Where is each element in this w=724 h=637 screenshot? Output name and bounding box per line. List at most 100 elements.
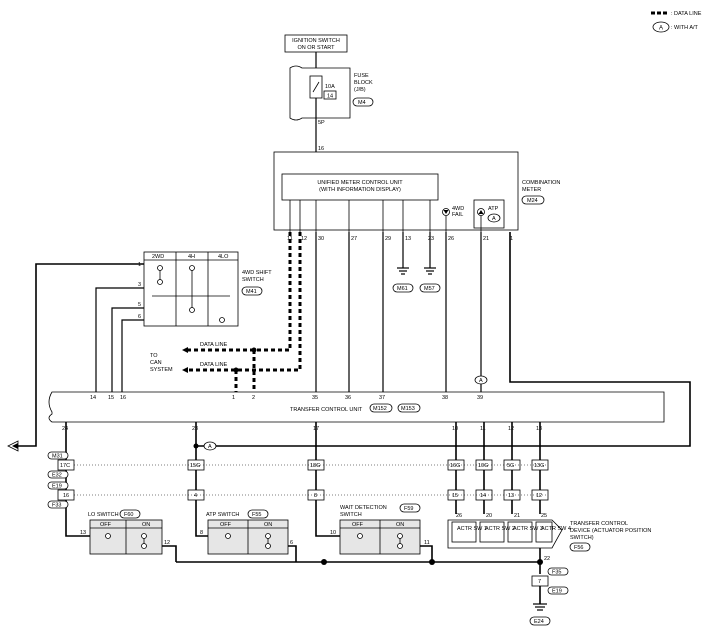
legend-data-line-text: : DATA LINE <box>671 11 702 17</box>
ground-m57-connector: M57 <box>424 286 435 292</box>
fail-lamp-line1: 4WD <box>452 206 464 212</box>
connector-pin-15: 15 <box>452 493 458 499</box>
tcu-terminal-37: 37 <box>379 395 385 401</box>
atp-lamp-label: ATP <box>488 206 499 212</box>
fuse-block-line1: FUSE <box>354 73 369 79</box>
shift-terminal-1: 1 <box>138 262 141 268</box>
actuator-pin-25: 25 <box>541 513 547 519</box>
tcu-label: TRANSFER CONTROL UNIT <box>290 407 363 413</box>
data-line-lower-label: DATA LINE <box>200 362 228 368</box>
tcu-terminal-13: 13 <box>536 426 542 432</box>
atp-switch-pin-out: 6 <box>290 540 293 546</box>
meter-terminal-27: 27 <box>351 236 357 242</box>
wait-switch-on: ON <box>396 522 404 528</box>
connector-pin-13: 13 <box>508 493 514 499</box>
wait-switch-name2: SWITCH <box>340 512 362 518</box>
actuator-connector: F56 <box>574 545 583 551</box>
data-line-upper-label: DATA LINE <box>200 342 228 348</box>
atp-switch: ATP SWITCH F55 OFF ON <box>206 509 289 555</box>
ignition-line2: ON OR START <box>297 45 335 51</box>
tcu-terminal-24: 24 <box>62 426 68 432</box>
tcu-terminal-39: 39 <box>477 395 483 401</box>
unified-meter-line2: (WITH INFORMATION DISPLAY) <box>319 187 401 193</box>
wait-switch-name1: WAIT DETECTION <box>340 505 387 511</box>
fuse-number: 14 <box>327 94 333 100</box>
actuator-pin-20: 20 <box>486 513 492 519</box>
connector-16g: 16G <box>450 463 460 469</box>
tcu-terminal-1: 1 <box>232 395 235 401</box>
lo-switch-on: ON <box>142 522 150 528</box>
actuator-pin-21: 21 <box>514 513 520 519</box>
unified-meter-line1: UNIFIED METER CONTROL UNIT <box>317 180 403 186</box>
tcu-terminal-15: 15 <box>108 395 114 401</box>
combination-meter: UNIFIED METER CONTROL UNIT (WITH INFORMA… <box>273 151 560 231</box>
tcu-connector-2: M153 <box>401 406 415 412</box>
ground-m61-connector: M61 <box>397 286 408 292</box>
actuator-pin-26: 26 <box>456 513 462 519</box>
tcu-terminal-2: 2 <box>252 395 255 401</box>
connector-18g: 18G <box>310 463 320 469</box>
legend: : DATA LINE A : WITH A/T <box>651 11 702 33</box>
wait-switch-pin-out: 11 <box>424 540 430 546</box>
fuse-block-line2: BLOCK <box>354 80 373 86</box>
tcu-at-flag-mid: A <box>208 444 212 450</box>
connector-13g: 13G <box>534 463 544 469</box>
combination-meter-line1: COMBINATION <box>522 180 560 186</box>
actuator-line1: TRANSFER CONTROL <box>570 521 628 527</box>
shift-col-2wd: 2WD <box>152 254 164 260</box>
ground-symbol-m57 <box>424 267 436 275</box>
meter-terminal-29: 29 <box>385 236 391 242</box>
fuse-block: 10A 14 FUSE BLOCK (J/B) M4 <box>289 65 374 121</box>
transfer-control-unit: TRANSFER CONTROL UNIT M152 M153 <box>48 391 665 423</box>
ignition-switch-block: IGNITION SWITCH ON OR START <box>284 34 348 53</box>
lo-switch-off: OFF <box>100 522 112 528</box>
shift-col-4h: 4H <box>188 254 195 260</box>
actr-sw-3: ACTR SW 3 <box>513 526 543 532</box>
actuator-line2: DEVICE (ACTUATOR POSITION <box>570 528 651 534</box>
ground-e24: E24 <box>534 619 544 625</box>
tcu-terminal-10: 10 <box>452 426 458 432</box>
shift-switch-connector: M41 <box>246 289 257 295</box>
meter-terminal-23: 23 <box>428 236 434 242</box>
wait-switch-off: OFF <box>352 522 364 528</box>
can-line1: TO <box>150 353 158 359</box>
fuse-terminal-label: 5P <box>318 120 325 126</box>
wait-switch-connector: F59 <box>404 506 413 512</box>
actuator-line3: SWITCH) <box>570 535 594 541</box>
fuse-block-connector: M4 <box>358 100 366 106</box>
4wd-shift-switch: 2WD 4H 4LO 4WD SHIFT SWITCH M41 <box>143 251 272 327</box>
fail-lamp-line2: FAIL <box>452 212 463 218</box>
actr-sw-4: ACTR SW 4 <box>541 526 571 532</box>
lo-switch-pin-in: 13 <box>80 530 86 536</box>
can-data-line-upper <box>188 232 292 352</box>
connector-5g: 5G <box>507 463 514 469</box>
atp-switch-name: ATP SWITCH <box>206 512 239 518</box>
wait-detection-switch: WAIT DETECTION SWITCH F59 OFF ON <box>339 503 421 555</box>
actuator-position-switch: ACTR SW 1 ACTR SW 2 ACTR SW 3 ACTR SW 4 … <box>447 519 651 552</box>
connector-pin-16: 16 <box>63 493 69 499</box>
meter-supply-terminal: 16 <box>318 146 324 152</box>
combination-meter-line2: METER <box>522 187 541 193</box>
meter-terminal-12: 12 <box>301 236 307 242</box>
meter-terminal-21: 21 <box>483 236 489 242</box>
can-line3: SYSTEM <box>150 367 173 373</box>
combination-meter-connector: M24 <box>527 198 538 204</box>
can-line2: CAN <box>150 360 162 366</box>
shift-switch-line1: 4WD SHIFT <box>242 270 272 276</box>
atp-switch-pin-in: 8 <box>200 530 203 536</box>
tcu-connector-1: M152 <box>373 406 387 412</box>
meter-terminal-26: 26 <box>448 236 454 242</box>
ground-f35: F35 <box>552 570 561 576</box>
actuator-pin-22: 22 <box>544 556 550 562</box>
tcu-terminal-14: 14 <box>90 395 96 401</box>
shift-terminal-6: 6 <box>138 314 141 320</box>
actr-sw-2: ACTR SW 2 <box>485 526 515 532</box>
atp-at-flag: A <box>492 216 496 222</box>
connector-f33: F33 <box>52 503 61 509</box>
connector-e19: E19 <box>52 484 62 490</box>
atp-switch-connector: F55 <box>252 512 261 518</box>
lo-switch-name: LO SWITCH <box>88 512 119 518</box>
legend-with-at-text: : WITH A/T <box>671 25 699 31</box>
atp-switch-off: OFF <box>220 522 232 528</box>
